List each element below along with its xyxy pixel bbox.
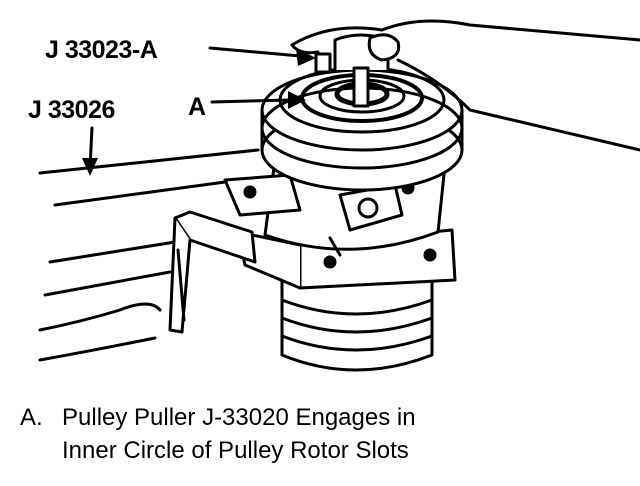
arrowhead-a — [288, 91, 306, 109]
caption-line-1: Pulley Puller J-33020 Engages in — [62, 404, 416, 431]
caption-line-2: Inner Circle of Pulley Rotor Slots — [62, 437, 409, 464]
leader-a — [210, 98, 292, 104]
callout-j33026: J 33026 — [28, 96, 115, 124]
arrowhead-j33023a — [296, 48, 316, 66]
bench-lines — [38, 148, 260, 297]
caption-marker: A. — [20, 404, 43, 431]
holding-fixture-arm — [168, 210, 257, 334]
leader-j33023a — [208, 46, 302, 58]
arrowhead-j33026 — [82, 158, 98, 176]
compressor-body — [280, 278, 434, 372]
support-hand — [38, 302, 162, 362]
technician-hand — [290, 19, 640, 152]
pulley-rotor — [260, 66, 464, 192]
callout-a: A — [188, 93, 206, 121]
callout-j33023a: J 33023-A — [45, 36, 158, 64]
